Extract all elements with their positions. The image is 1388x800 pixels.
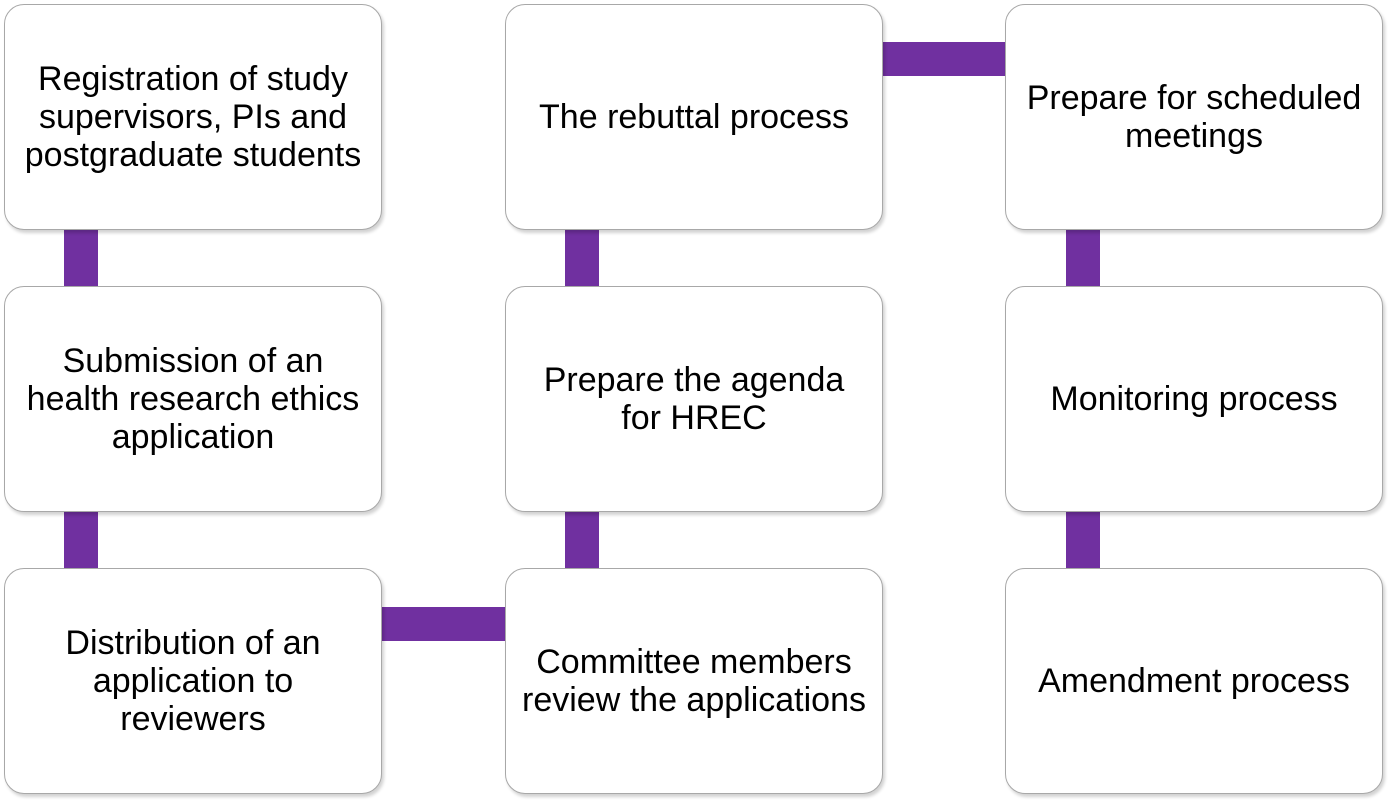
connector-step5-step6: [565, 230, 599, 286]
step-label: Prepare the agenda for HREC: [543, 361, 845, 437]
connector-step3-step4: [382, 607, 507, 641]
step-label: Distribution of an application to review…: [65, 624, 321, 738]
step-prepare-meetings: Prepare for scheduled meetings: [1005, 4, 1383, 230]
connector-step7-step8: [1066, 230, 1100, 286]
step-committee-review: Committee members review the application…: [505, 568, 883, 794]
step-amendment: Amendment process: [1005, 568, 1383, 794]
step-label: Amendment process: [1038, 662, 1350, 700]
connector-step4-step5: [565, 512, 599, 568]
step-label: Registration of study supervisors, PIs a…: [24, 60, 362, 174]
step-prepare-agenda: Prepare the agenda for HREC: [505, 286, 883, 512]
step-label: Submission of an health research ethics …: [26, 342, 360, 456]
connector-step1-step2: [64, 230, 98, 286]
step-submission: Submission of an health research ethics …: [4, 286, 382, 512]
connector-step6-step7: [883, 42, 1008, 76]
step-label: Monitoring process: [1050, 380, 1338, 418]
step-registration: Registration of study supervisors, PIs a…: [4, 4, 382, 230]
connector-step8-step9: [1066, 512, 1100, 568]
step-label: Prepare for scheduled meetings: [1026, 79, 1362, 155]
step-monitoring: Monitoring process: [1005, 286, 1383, 512]
step-label: The rebuttal process: [539, 98, 849, 136]
step-rebuttal: The rebuttal process: [505, 4, 883, 230]
step-label: Committee members review the application…: [522, 643, 866, 719]
step-distribution: Distribution of an application to review…: [4, 568, 382, 794]
connector-step2-step3: [64, 512, 98, 568]
